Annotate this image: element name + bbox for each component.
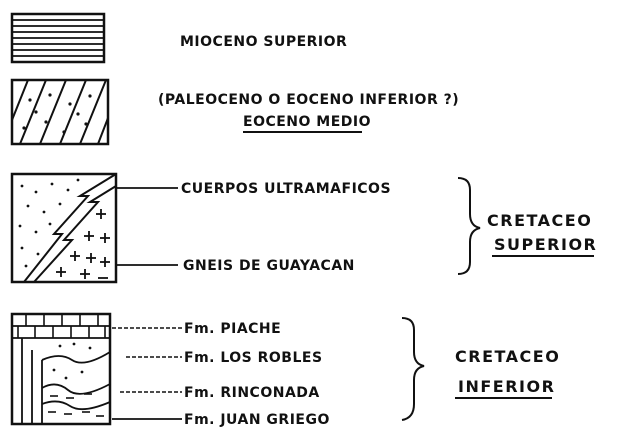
brace xyxy=(401,317,425,421)
eoceno-label-line2: EOCENO MEDIO xyxy=(243,114,371,130)
brace xyxy=(457,177,481,275)
group-label-cretaceo-inferior-line1: CRETACEO xyxy=(455,347,560,366)
mioceno-label: MIOCENO SUPERIOR xyxy=(180,34,347,50)
unit-label-fm-rinconada: Fm. RINCONADA xyxy=(184,385,320,401)
unit-label-gneis-de-guayacan: GNEIS DE GUAYACAN xyxy=(183,258,355,274)
mioceno-symbol-box xyxy=(10,12,106,64)
group-label-cretaceo-inferior-line2: INFERIOR xyxy=(458,377,555,396)
unit-label-fm-juan-griego: Fm. JUAN GRIEGO xyxy=(184,412,330,428)
cretaceo-inferior-symbol-box xyxy=(10,312,112,426)
group-label-cretaceo-superior-line2: SUPERIOR xyxy=(494,235,597,254)
cretaceo-superior-symbol-box xyxy=(10,172,118,284)
unit-label-cuerpos-ultramaficos: CUERPOS ULTRAMAFICOS xyxy=(181,181,391,197)
group-label-cretaceo-superior-line1: CRETACEO xyxy=(487,211,592,230)
unit-label-fm-piache: Fm. PIACHE xyxy=(184,321,281,337)
unit-label-fm-los-robles: Fm. LOS ROBLES xyxy=(184,350,323,366)
eoceno-label-line1: (PALEOCENO O EOCENO INFERIOR ?) xyxy=(158,92,459,108)
eoceno-symbol-box xyxy=(10,78,110,146)
